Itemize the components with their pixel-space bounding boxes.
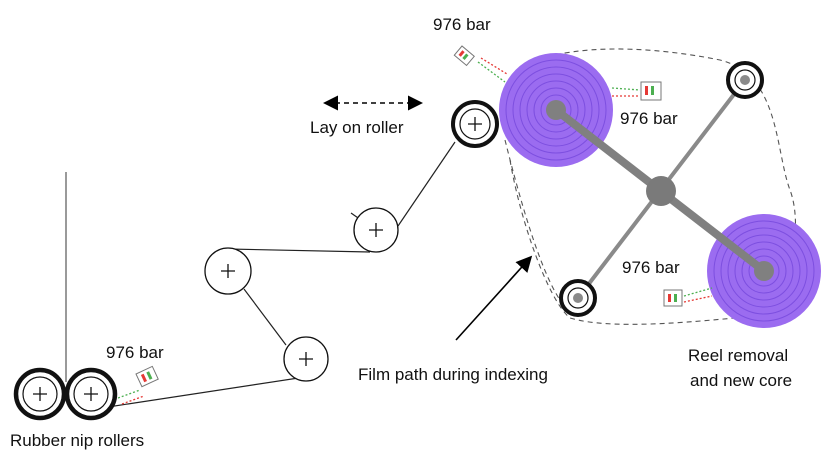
- pressure-label-nip: 976 bar: [106, 343, 164, 362]
- rubber-nip-roller-left: [13, 367, 67, 421]
- plus-icon: [299, 352, 313, 366]
- pressure-label-mid: 976 bar: [620, 109, 678, 128]
- turret-arms: [546, 78, 774, 300]
- idler-roller-2: [283, 336, 329, 382]
- plus-icon: [33, 387, 47, 401]
- pressure-sensor-icon: [640, 81, 662, 101]
- rubber-nip-label: Rubber nip rollers: [10, 431, 144, 450]
- idler-roller-1: [204, 247, 252, 295]
- pressure-label-top: 976 bar: [433, 15, 491, 34]
- pressure-sensor-icon: [135, 365, 159, 388]
- lay-on-roller: [451, 100, 499, 148]
- plus-icon: [84, 387, 98, 401]
- plus-icon: [468, 117, 482, 131]
- pressure-label-reel: 976 bar: [622, 258, 680, 277]
- flow-lines-reel: [683, 287, 713, 303]
- plus-icon: [369, 223, 383, 237]
- pressure-sensor-icon: [453, 45, 475, 67]
- pressure-sensor-icon: [663, 289, 683, 307]
- plus-icon: [221, 264, 235, 278]
- indexing-dashed-path-inner: [504, 139, 561, 301]
- reel-removal-label-line1: Reel removal: [688, 346, 788, 365]
- lay-on-roller-label: Lay on roller: [310, 118, 404, 137]
- reel-removal-label-line2: and new core: [690, 371, 792, 390]
- pointer-arrow-icon: [455, 255, 533, 341]
- flow-lines-mid: [611, 87, 641, 97]
- flow-lines-top: [477, 57, 508, 83]
- empty-core-bottom: [559, 279, 597, 317]
- rubber-nip-roller-right: [64, 367, 118, 421]
- film-path-label: Film path during indexing: [358, 365, 548, 384]
- idler-roller-3: [353, 207, 399, 253]
- empty-core-top: [726, 61, 764, 99]
